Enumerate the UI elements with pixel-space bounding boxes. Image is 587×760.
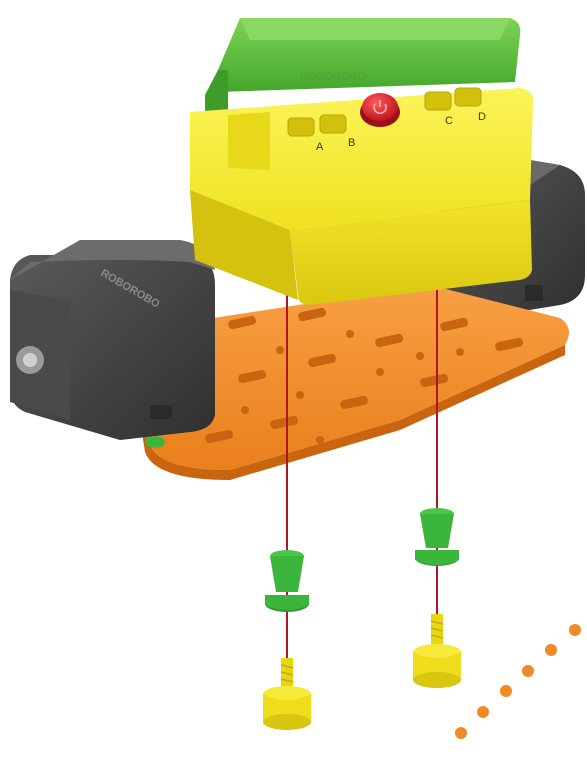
controller-unit: ROBOROBO A B C D bbox=[190, 18, 533, 305]
screw-right bbox=[413, 614, 461, 688]
spacer-right bbox=[415, 508, 459, 566]
port-b-label: B bbox=[348, 137, 355, 149]
port-c-label: C bbox=[445, 115, 453, 127]
decorative-dots bbox=[455, 624, 581, 739]
screw-left bbox=[263, 658, 311, 730]
spacer-left bbox=[265, 550, 309, 612]
left-motor: ROBOROBO bbox=[10, 240, 215, 448]
port-d-label: D bbox=[478, 111, 486, 123]
controller-brand-label: ROBOROBO bbox=[300, 71, 366, 83]
port-a-label: A bbox=[316, 141, 324, 153]
